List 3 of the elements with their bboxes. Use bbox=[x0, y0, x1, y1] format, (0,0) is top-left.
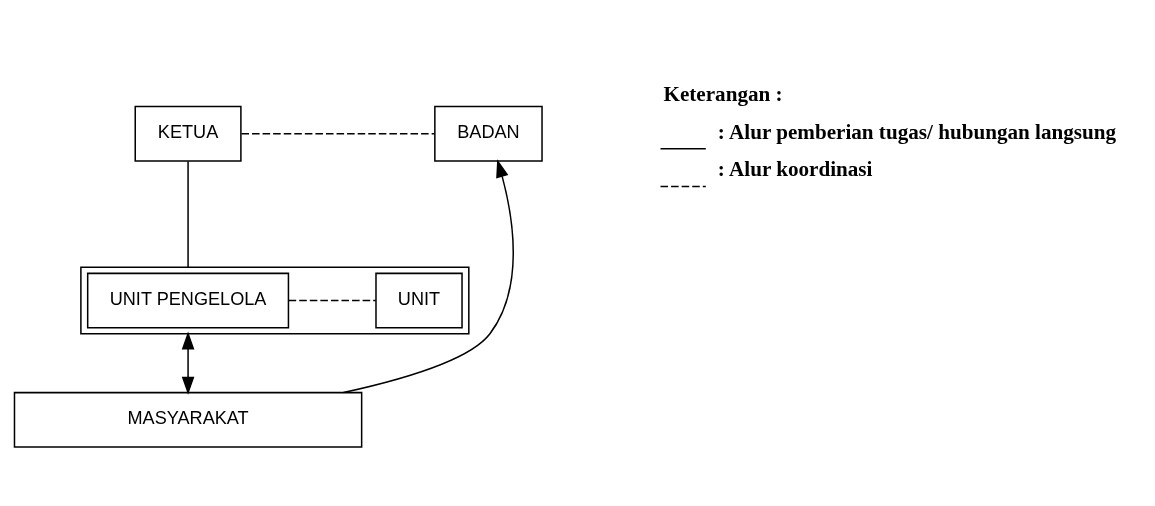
label: Keterangan : bbox=[663, 81, 783, 106]
legend-label: : Alur koordinasi bbox=[717, 157, 873, 182]
legend-label: : Alur pemberian tugas/ hubungan langsung bbox=[717, 119, 1117, 144]
